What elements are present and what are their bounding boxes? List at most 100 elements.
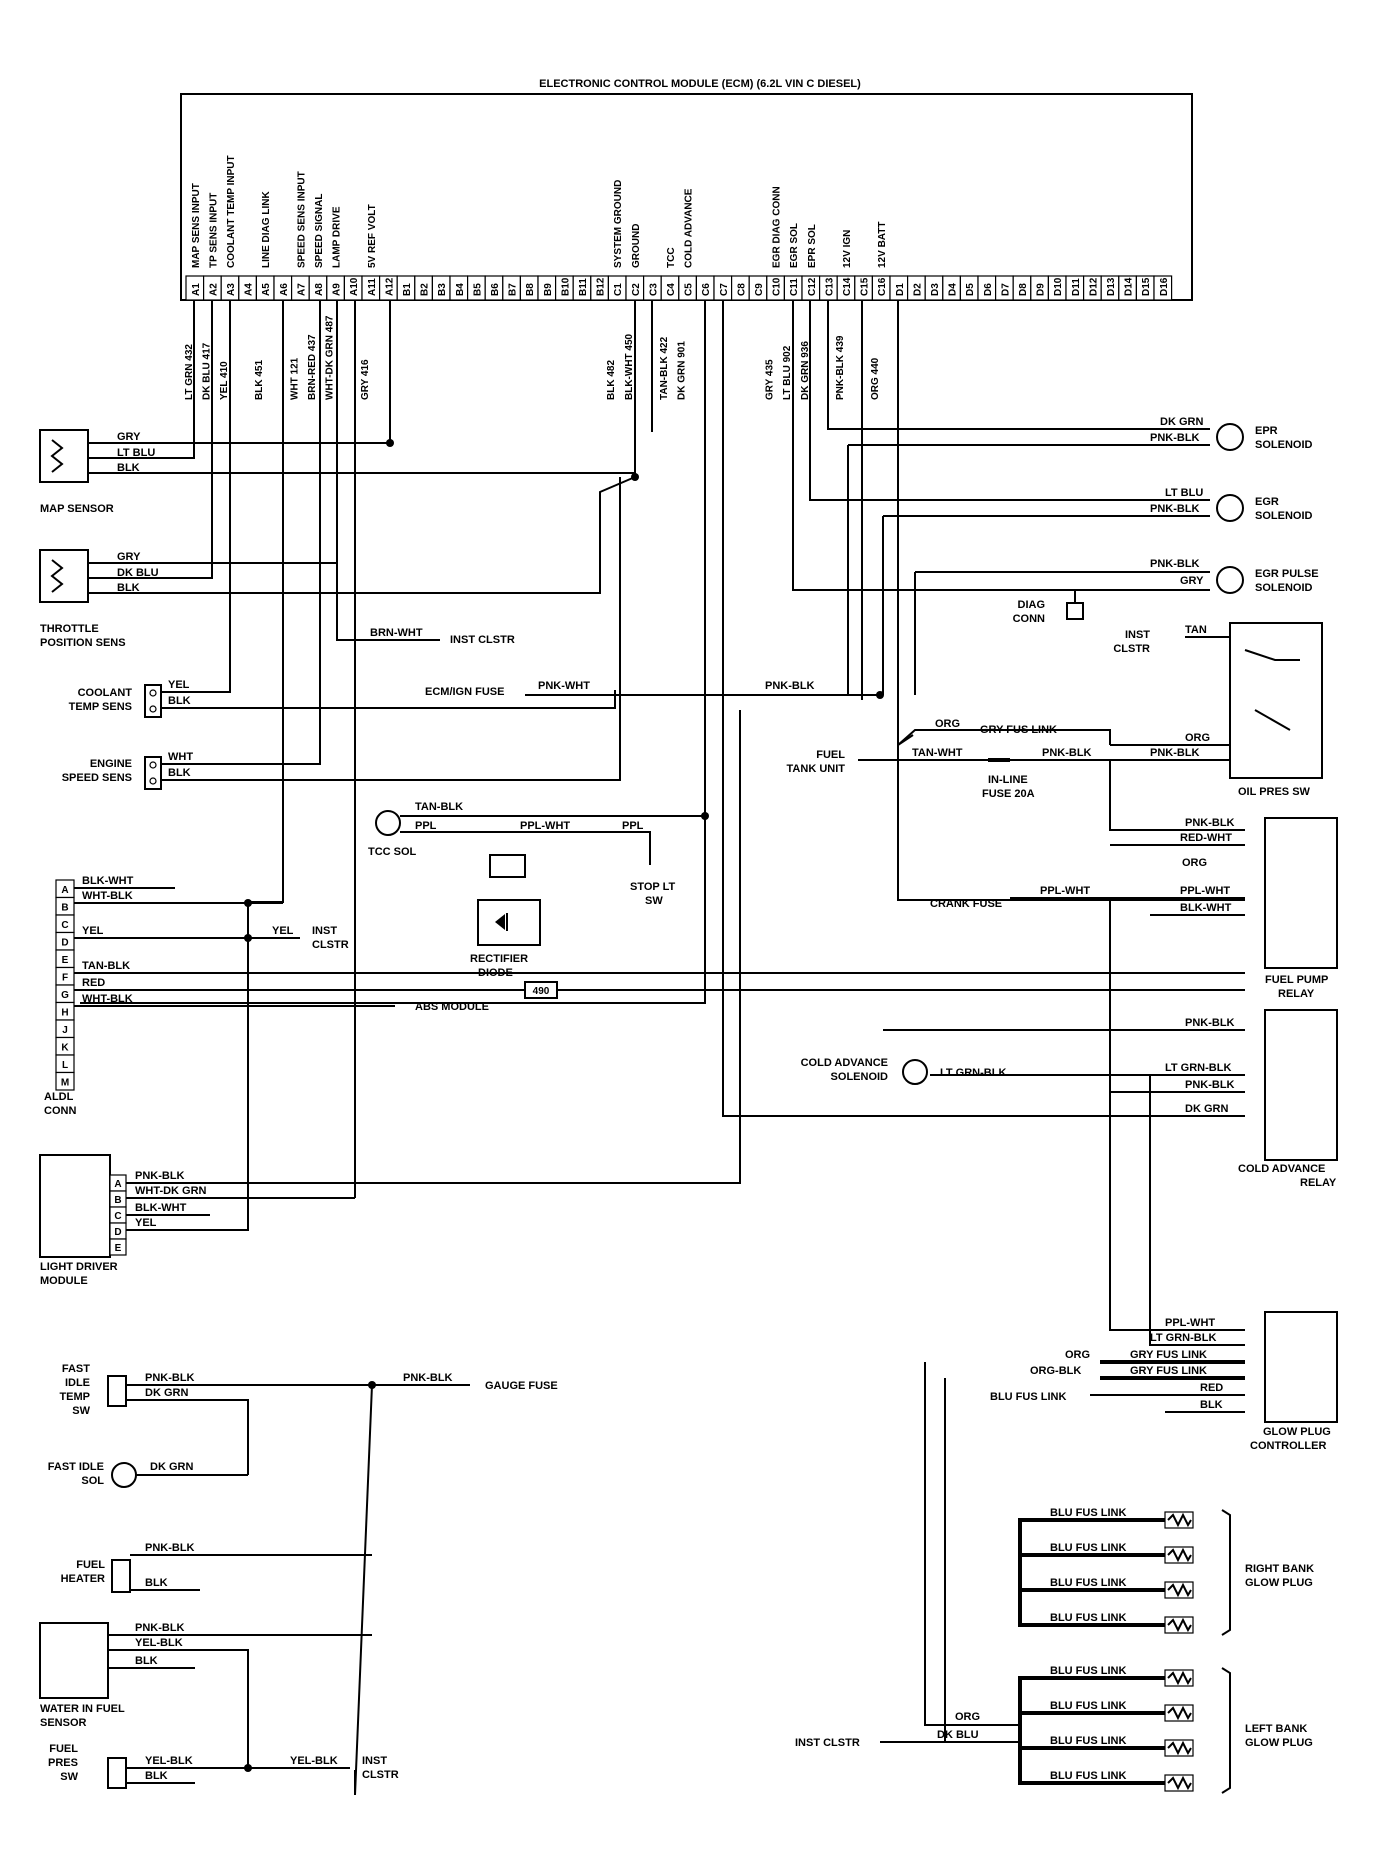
ecm-pin-label: C12 bbox=[807, 277, 818, 296]
svg-text:SOLENOID: SOLENOID bbox=[1255, 510, 1313, 522]
ecm-pin-label: D10 bbox=[1053, 277, 1064, 296]
ecm-wire-label: WHT-DK GRN 487 bbox=[325, 315, 336, 400]
svg-text:YEL-BLK: YEL-BLK bbox=[145, 1755, 193, 1767]
svg-text:GRY FUS LINK: GRY FUS LINK bbox=[1130, 1349, 1207, 1361]
fuel-pressure-switch[interactable]: YEL-BLK BLK YEL-BLK INST CLSTR FUEL PRES… bbox=[48, 1743, 399, 1789]
ldm-pin-label: B bbox=[114, 1195, 121, 1206]
svg-text:EGR: EGR bbox=[1255, 496, 1279, 508]
svg-text:THROTTLE: THROTTLE bbox=[40, 623, 99, 635]
ecm-wire-label: LT BLU 902 bbox=[782, 345, 793, 400]
ecm-pin-label: A11 bbox=[367, 278, 378, 296]
svg-text:RED: RED bbox=[82, 977, 105, 989]
engine-speed-sensor[interactable]: WHT BLK ENGINE SPEED SENS bbox=[62, 300, 621, 790]
ecm-pin-label: A5 bbox=[261, 283, 272, 296]
ecm-pin-label: C6 bbox=[701, 283, 712, 296]
cold-advance-solenoid[interactable]: LT GRN-BLK COLD ADVANCE SOLENOID bbox=[801, 1057, 1007, 1085]
svg-text:YEL-BLK: YEL-BLK bbox=[290, 1755, 338, 1767]
ldm-pin-label: E bbox=[115, 1243, 122, 1254]
fuel-heater[interactable]: PNK-BLK BLK FUEL HEATER bbox=[61, 1542, 372, 1593]
svg-text:YEL-BLK: YEL-BLK bbox=[135, 1637, 183, 1649]
svg-text:TCC SOL: TCC SOL bbox=[368, 846, 417, 858]
ecm-function-label: SYSTEM GROUND bbox=[613, 180, 624, 268]
fast-idle-solenoid[interactable]: DK GRN FAST IDLE SOL bbox=[48, 1461, 248, 1488]
ecm-wire-label: WHT 121 bbox=[289, 357, 300, 400]
map-sensor[interactable]: GRY LT BLU BLK MAP SENSOR bbox=[39, 429, 639, 515]
ecm-pin-label: B4 bbox=[455, 283, 466, 296]
ecm-wire-label: LT GRN 432 bbox=[184, 344, 195, 400]
fast-idle-temp-switch[interactable]: PNK-BLK DK GRN PNK-BLK GAUGE FUSE FAST I… bbox=[59, 1363, 558, 1796]
svg-text:PNK-BLK: PNK-BLK bbox=[765, 680, 815, 692]
ldm-pin-label: A bbox=[114, 1179, 121, 1190]
svg-text:WHT-DK GRN: WHT-DK GRN bbox=[135, 1185, 207, 1197]
throttle-position-sensor[interactable]: GRY DK BLU BLK THROTTLE POSITION SENS bbox=[39, 476, 636, 649]
oil-pressure-switch[interactable]: TAN INST CLSTR ORG PNK-BLK OIL PRES SW bbox=[1110, 622, 1323, 798]
ecm-pin-label: B11 bbox=[578, 278, 589, 296]
egr-solenoid[interactable]: LT BLU PNK-BLK EGR SOLENOID bbox=[882, 487, 1313, 695]
glow-plug-wire bbox=[1018, 1553, 1165, 1572]
svg-text:TEMP: TEMP bbox=[59, 1391, 90, 1403]
svg-text:FUEL: FUEL bbox=[76, 1559, 105, 1571]
svg-text:TAN: TAN bbox=[1185, 624, 1207, 636]
aldl-pin-label: E bbox=[62, 955, 69, 966]
ecm-title: ELECTRONIC CONTROL MODULE (ECM) (6.2L VI… bbox=[539, 78, 861, 90]
ecm-pin-label: D12 bbox=[1088, 277, 1099, 296]
egr-pulse-solenoid[interactable]: PNK-BLK GRY EGR PULSE SOLENOID DIAG CONN bbox=[914, 558, 1319, 695]
svg-text:PNK-BLK: PNK-BLK bbox=[1150, 558, 1200, 570]
svg-text:CONTROLLER: CONTROLLER bbox=[1250, 1440, 1326, 1452]
ecm-pin-label: D16 bbox=[1159, 277, 1170, 296]
ecm-function-label: SPEED SIGNAL bbox=[314, 194, 325, 268]
svg-text:LT GRN-BLK: LT GRN-BLK bbox=[940, 1067, 1006, 1079]
glow-plug-controller[interactable]: PPL-WHT LT GRN-BLK GRY FUS LINK GRY FUS … bbox=[990, 900, 1338, 1452]
map-wire-ltblu: LT BLU bbox=[117, 447, 155, 459]
svg-text:PNK-BLK: PNK-BLK bbox=[1185, 1079, 1235, 1091]
coolant-temp-sensor[interactable]: YEL BLK COOLANT TEMP SENS bbox=[69, 679, 616, 718]
svg-text:GRY: GRY bbox=[1180, 575, 1204, 587]
epr-solenoid[interactable]: DK GRN PNK-BLK EPR SOLENOID bbox=[847, 416, 1313, 695]
tcc-solenoid[interactable]: TAN-BLK PPL PPL-WHT PPL TCC SOL RECTIFIE… bbox=[368, 801, 709, 979]
water-in-fuel-sensor[interactable]: PNK-BLK YEL-BLK BLK WATER IN FUEL SENSOR bbox=[39, 1622, 372, 1770]
fuel-tank-unit[interactable]: ORG GRY FUS LINK TAN-WHT PNK-BLK IN-LINE… bbox=[787, 718, 1245, 901]
ecm-pin-label: A3 bbox=[226, 283, 237, 296]
ecm-pin-label: C4 bbox=[666, 283, 677, 296]
ecm-pin-label: C7 bbox=[719, 283, 730, 296]
svg-text:INST: INST bbox=[362, 1755, 387, 1767]
svg-text:PPL-WHT: PPL-WHT bbox=[520, 820, 570, 832]
svg-text:BLU FUS LINK: BLU FUS LINK bbox=[990, 1391, 1066, 1403]
svg-text:SW: SW bbox=[645, 895, 663, 907]
svg-text:BLK-WHT: BLK-WHT bbox=[1180, 902, 1232, 914]
svg-text:PNK-BLK: PNK-BLK bbox=[135, 1622, 185, 1634]
svg-text:RED: RED bbox=[1200, 1382, 1223, 1394]
ecm-pin-label: D14 bbox=[1124, 277, 1135, 296]
svg-text:OIL PRES SW: OIL PRES SW bbox=[1238, 786, 1311, 798]
svg-text:WATER IN FUEL: WATER IN FUEL bbox=[40, 1703, 125, 1715]
svg-text:ECM/IGN FUSE: ECM/IGN FUSE bbox=[425, 686, 504, 698]
inst-clstr-brn-label: INST CLSTR bbox=[450, 634, 515, 646]
ecm-pin-label: D13 bbox=[1106, 277, 1117, 296]
ecm-wire-label: BLK 482 bbox=[606, 360, 617, 400]
ecm-pin-label: B3 bbox=[437, 283, 448, 296]
svg-text:SOLENOID: SOLENOID bbox=[831, 1071, 889, 1083]
glow-plug-wire-label: BLU FUS LINK bbox=[1050, 1507, 1126, 1519]
svg-text:PNK-BLK: PNK-BLK bbox=[1185, 1017, 1235, 1029]
gauge-fuse-label: GAUGE FUSE bbox=[485, 1380, 558, 1392]
svg-text:RELAY: RELAY bbox=[1278, 988, 1315, 1000]
svg-text:MODULE: MODULE bbox=[40, 1275, 88, 1287]
fuel-pump-relay[interactable]: PNK-BLK RED-WHT ORG PPL-WHT BLK-WHT PPL-… bbox=[930, 760, 1338, 1000]
glow-plug-element bbox=[1167, 1547, 1192, 1563]
glow-plug-wire bbox=[1018, 1730, 1165, 1785]
svg-text:SPEED SENS: SPEED SENS bbox=[62, 772, 132, 784]
cold-advance-relay[interactable]: PNK-BLK LT GRN-BLK PNK-BLK DK GRN COLD A… bbox=[723, 1009, 1338, 1189]
svg-text:PNK-BLK: PNK-BLK bbox=[1042, 747, 1092, 759]
ecm-pin-label: C3 bbox=[648, 283, 659, 296]
svg-text:GRY: GRY bbox=[117, 551, 141, 563]
ecm-ign-fuse: ECM/IGN FUSE PNK-WHT PNK-BLK bbox=[425, 680, 884, 699]
svg-text:TEMP SENS: TEMP SENS bbox=[69, 701, 132, 713]
svg-text:PNK-BLK: PNK-BLK bbox=[1150, 747, 1200, 759]
